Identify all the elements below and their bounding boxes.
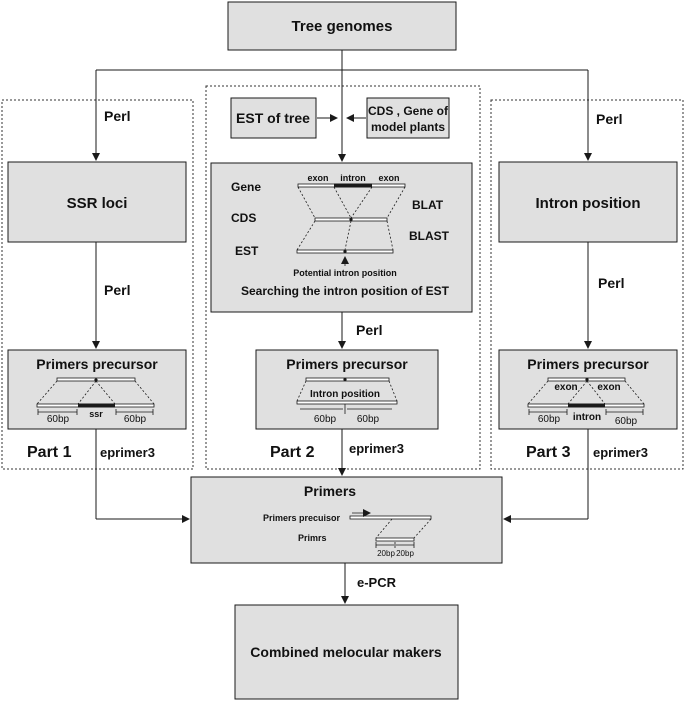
part1-right-bp: 60bp — [124, 414, 147, 425]
searching-label: Searching the intron position of EST — [241, 284, 450, 298]
part3-label: Part 3 — [526, 444, 571, 461]
part2-eprimer: eprimer3 — [349, 441, 404, 456]
part2-perl: Perl — [356, 322, 382, 338]
exon-right-label: exon — [378, 173, 399, 183]
part3-container — [490, 99, 684, 470]
part1-perl-top: Perl — [104, 108, 130, 124]
part1-primers-title: Primers precursor — [36, 356, 158, 372]
part2-left-bp: 60bp — [314, 414, 337, 425]
alignment-diagram — [296, 183, 406, 266]
primers-title: Primers — [304, 483, 356, 499]
cds-gene-label-line2: model plants — [371, 120, 445, 134]
est-label: EST — [235, 244, 259, 258]
cds-label: CDS — [231, 211, 256, 225]
part1-primers-box — [7, 349, 187, 430]
part2-right-bp: 60bp — [357, 414, 380, 425]
part3-sequence-diagram — [527, 377, 645, 415]
part2-primers-title: Primers precursor — [286, 356, 408, 372]
ssr-loci-label: SSR loci — [67, 195, 128, 212]
primers-right-bp: 20bp — [396, 549, 414, 558]
cds-gene-box — [366, 97, 450, 139]
intron-label: intron — [340, 173, 366, 183]
part3-primers-box — [498, 349, 678, 430]
part3-exon-left: exon — [554, 382, 577, 393]
gene-label: Gene — [231, 180, 261, 194]
est-of-tree-box — [230, 97, 317, 139]
part2-sequence-diagram — [296, 377, 398, 414]
cds-gene-label-line1: CDS , Gene of — [368, 104, 449, 118]
part1-label: Part 1 — [27, 444, 72, 461]
exon-left-label: exon — [307, 173, 328, 183]
intron-position-box — [498, 161, 678, 243]
part3-exon-right: exon — [597, 382, 620, 393]
blast-label: BLAST — [409, 229, 450, 243]
primers-box — [190, 476, 503, 564]
part1-perl-mid: Perl — [104, 282, 130, 298]
part1-ssr-label: ssr — [89, 409, 103, 419]
intron-position-box-label: Intron position — [536, 195, 641, 212]
intron-search-box — [210, 162, 473, 313]
potential-intron-label: Potential intron position — [293, 268, 397, 278]
epcr-label: e-PCR — [357, 575, 397, 590]
part1-left-bp: 60bp — [47, 414, 70, 425]
part1-sequence-diagram — [36, 377, 155, 415]
est-of-tree-label: EST of tree — [236, 110, 310, 126]
part3-left-bp: 60bp — [538, 414, 561, 425]
part2-label: Part 2 — [270, 444, 315, 461]
blat-label: BLAT — [412, 198, 444, 212]
tree-genomes-box — [227, 1, 457, 51]
intron-position-label: Intron position — [310, 389, 380, 400]
ssr-loci-box — [7, 161, 187, 243]
part3-primers-title: Primers precursor — [527, 356, 649, 372]
combined-makers-label: Combined melocular makers — [250, 644, 442, 660]
primers-sequence-diagram — [349, 509, 432, 548]
part3-intron-label: intron — [573, 412, 601, 423]
combined-makers-box — [234, 604, 459, 700]
primrs-label: Primrs — [298, 533, 327, 543]
part3-eprimer: eprimer3 — [593, 445, 648, 460]
primers-precursor-label: Primers precuisor — [263, 513, 341, 523]
tree-genomes-label: Tree genomes — [292, 18, 393, 35]
primers-left-bp: 20bp — [377, 549, 395, 558]
part1-eprimer: eprimer3 — [100, 445, 155, 460]
part2-primers-box — [255, 349, 439, 430]
part3-perl-top: Perl — [596, 111, 622, 127]
part3-right-bp: 60bp — [615, 416, 638, 427]
part3-perl-mid: Perl — [598, 275, 624, 291]
